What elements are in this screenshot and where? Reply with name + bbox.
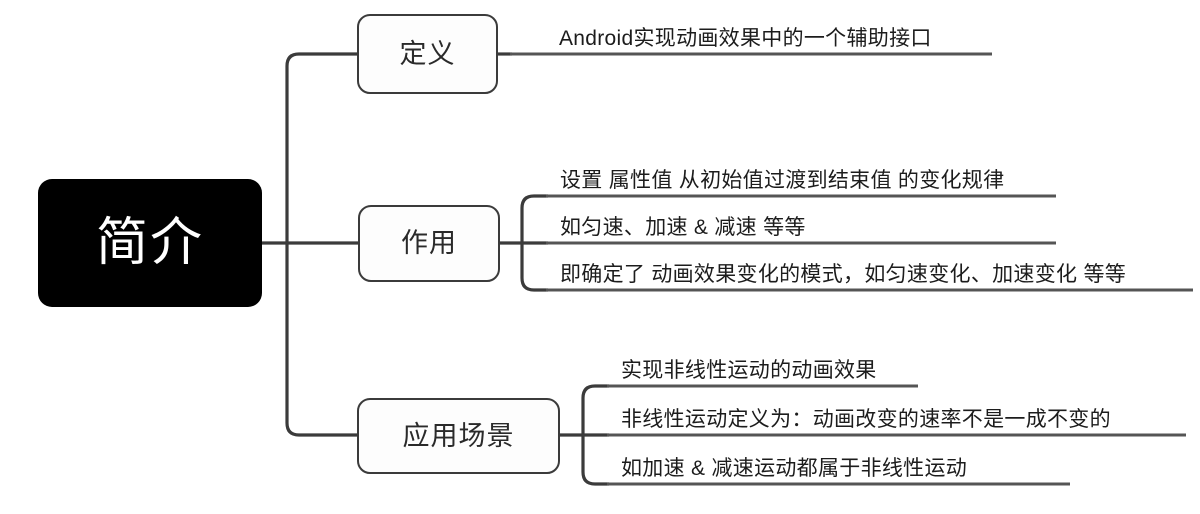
branch-label-scenario: 应用场景: [402, 420, 515, 451]
leaf-usage-1[interactable]: 设置 属性值 从初始值过渡到结束值 的变化规律: [556, 160, 1004, 196]
connector-scenario-to-leaf-1: [581, 384, 609, 435]
leaf-label: 非线性运动定义为：动画改变的速率不是一成不变的: [621, 407, 1111, 431]
connector-usage-to-leaf-1: [520, 194, 548, 243]
root-label: 简介: [95, 214, 204, 272]
connector-trunk-to-scenario: [285, 243, 357, 437]
connector-usage-to-leaf-3: [520, 243, 548, 292]
branch-label-usage: 作用: [401, 228, 457, 258]
leaf-usage-2[interactable]: 如匀速、加速 & 减速 等等: [556, 207, 806, 243]
leaf-label: 如加速 & 减速运动都属于非线性运动: [621, 456, 968, 480]
connector-scenario-to-leaf-3: [581, 435, 609, 486]
leaf-label: 即确定了 动画效果变化的模式，如匀速变化、加速变化 等等: [560, 262, 1127, 286]
leaf-scenario-1[interactable]: 实现非线性运动的动画效果: [617, 350, 877, 386]
leaf-label: Android实现动画效果中的一个辅助接口: [559, 26, 932, 50]
leaf-definition-1[interactable]: Android实现动画效果中的一个辅助接口: [555, 18, 932, 54]
branch-node-usage[interactable]: 作用: [358, 205, 500, 282]
connector-trunk-to-definition: [285, 52, 357, 243]
leaf-label: 如匀速、加速 & 减速 等等: [560, 215, 806, 239]
leaf-label: 设置 属性值 从初始值过渡到结束值 的变化规律: [560, 168, 1005, 192]
branch-node-definition[interactable]: 定义: [357, 14, 498, 94]
leaf-scenario-2[interactable]: 非线性运动定义为：动画改变的速率不是一成不变的: [617, 399, 1111, 435]
leaf-usage-3[interactable]: 即确定了 动画效果变化的模式，如匀速变化、加速变化 等等: [556, 254, 1126, 290]
leaf-label: 实现非线性运动的动画效果: [621, 358, 877, 382]
leaf-scenario-3[interactable]: 如加速 & 减速运动都属于非线性运动: [617, 448, 967, 484]
branch-label-definition: 定义: [399, 38, 456, 69]
root-node[interactable]: 简介: [38, 179, 262, 307]
branch-node-scenario[interactable]: 应用场景: [357, 398, 560, 474]
